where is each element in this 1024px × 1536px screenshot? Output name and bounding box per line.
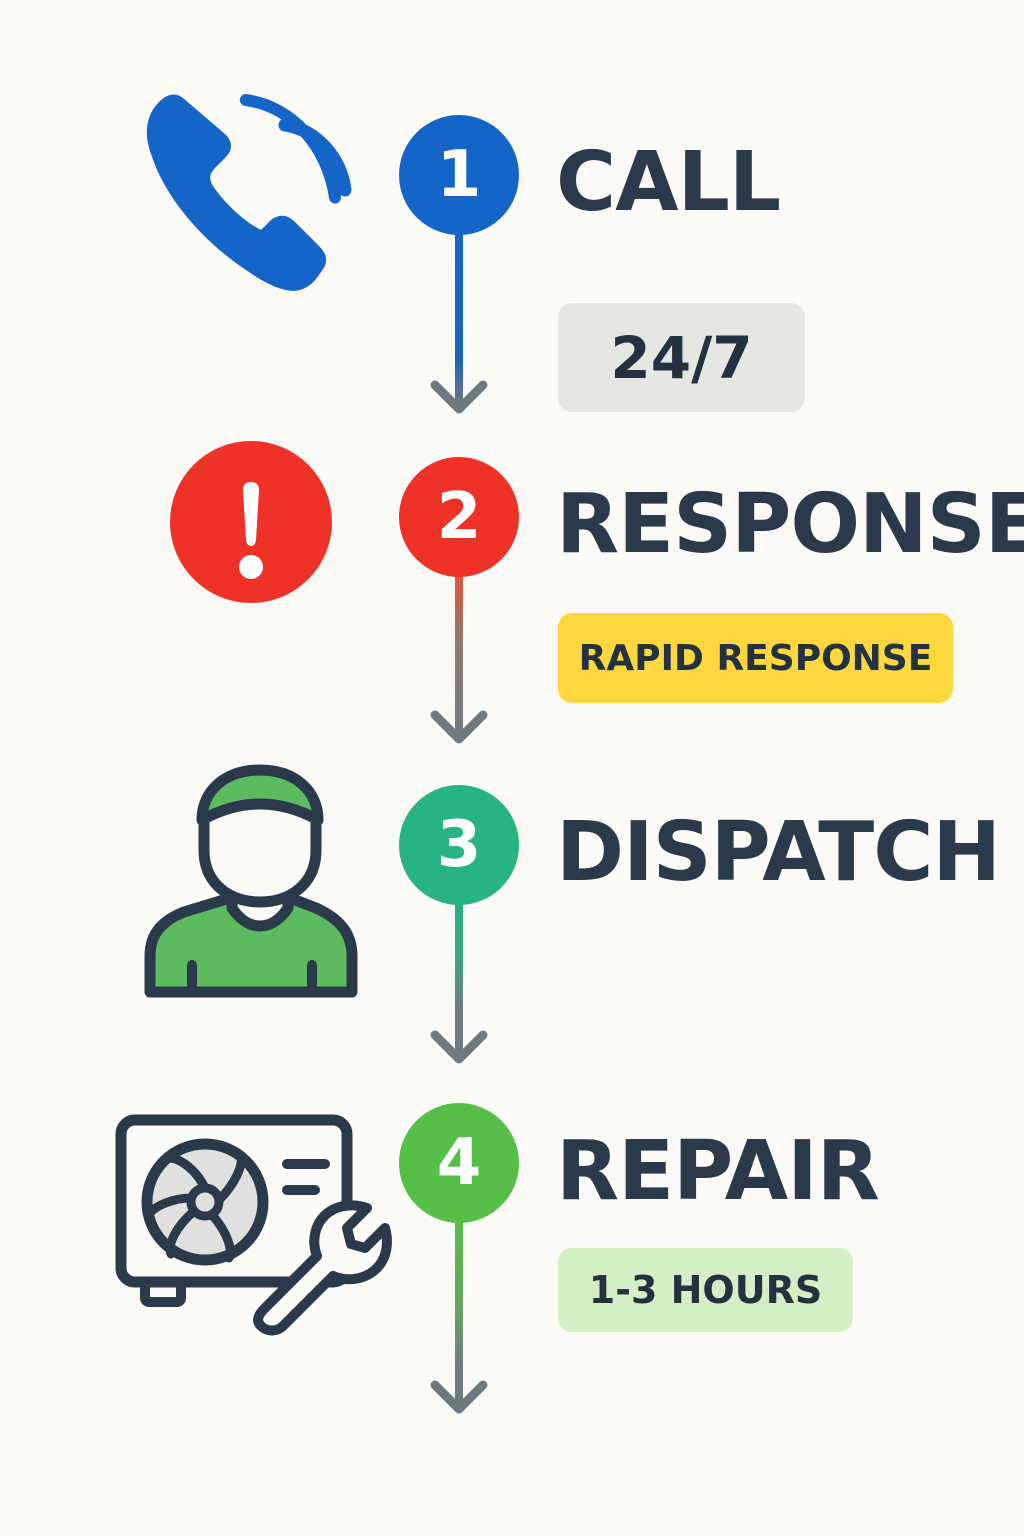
step-number-badge-3: 3 [399, 785, 519, 905]
phone-icon [146, 94, 352, 291]
step-number: 1 [436, 138, 482, 212]
availability-badge: 24/7 [558, 303, 805, 412]
badge-text: RAPID RESPONSE [578, 637, 933, 679]
step-title: REPAIR [556, 1124, 880, 1219]
badge-text: 24/7 [610, 323, 753, 392]
step-number: 4 [436, 1126, 482, 1200]
step-title: RESPONSE [556, 477, 1024, 572]
step-title: CALL [556, 135, 781, 230]
badge-text: 1-3 HOURS [588, 1268, 823, 1312]
step-number: 3 [436, 808, 482, 882]
repair-time-badge: 1-3 HOURS [558, 1248, 853, 1332]
rapid-response-badge: RAPID RESPONSE [558, 613, 953, 703]
ac-repair-icon [115, 1114, 392, 1336]
step-title: DISPATCH [556, 805, 1001, 900]
arrow-4 [430, 1218, 488, 1414]
arrow-3 [430, 900, 488, 1064]
arrow-2 [430, 572, 488, 744]
alert-icon [170, 441, 332, 603]
arrow-1 [430, 230, 488, 414]
step-number-badge-2: 2 [399, 457, 519, 577]
step-number-badge-4: 4 [399, 1103, 519, 1223]
technician-icon [144, 764, 358, 998]
step-number-badge-1: 1 [399, 115, 519, 235]
step-number: 2 [436, 480, 482, 554]
